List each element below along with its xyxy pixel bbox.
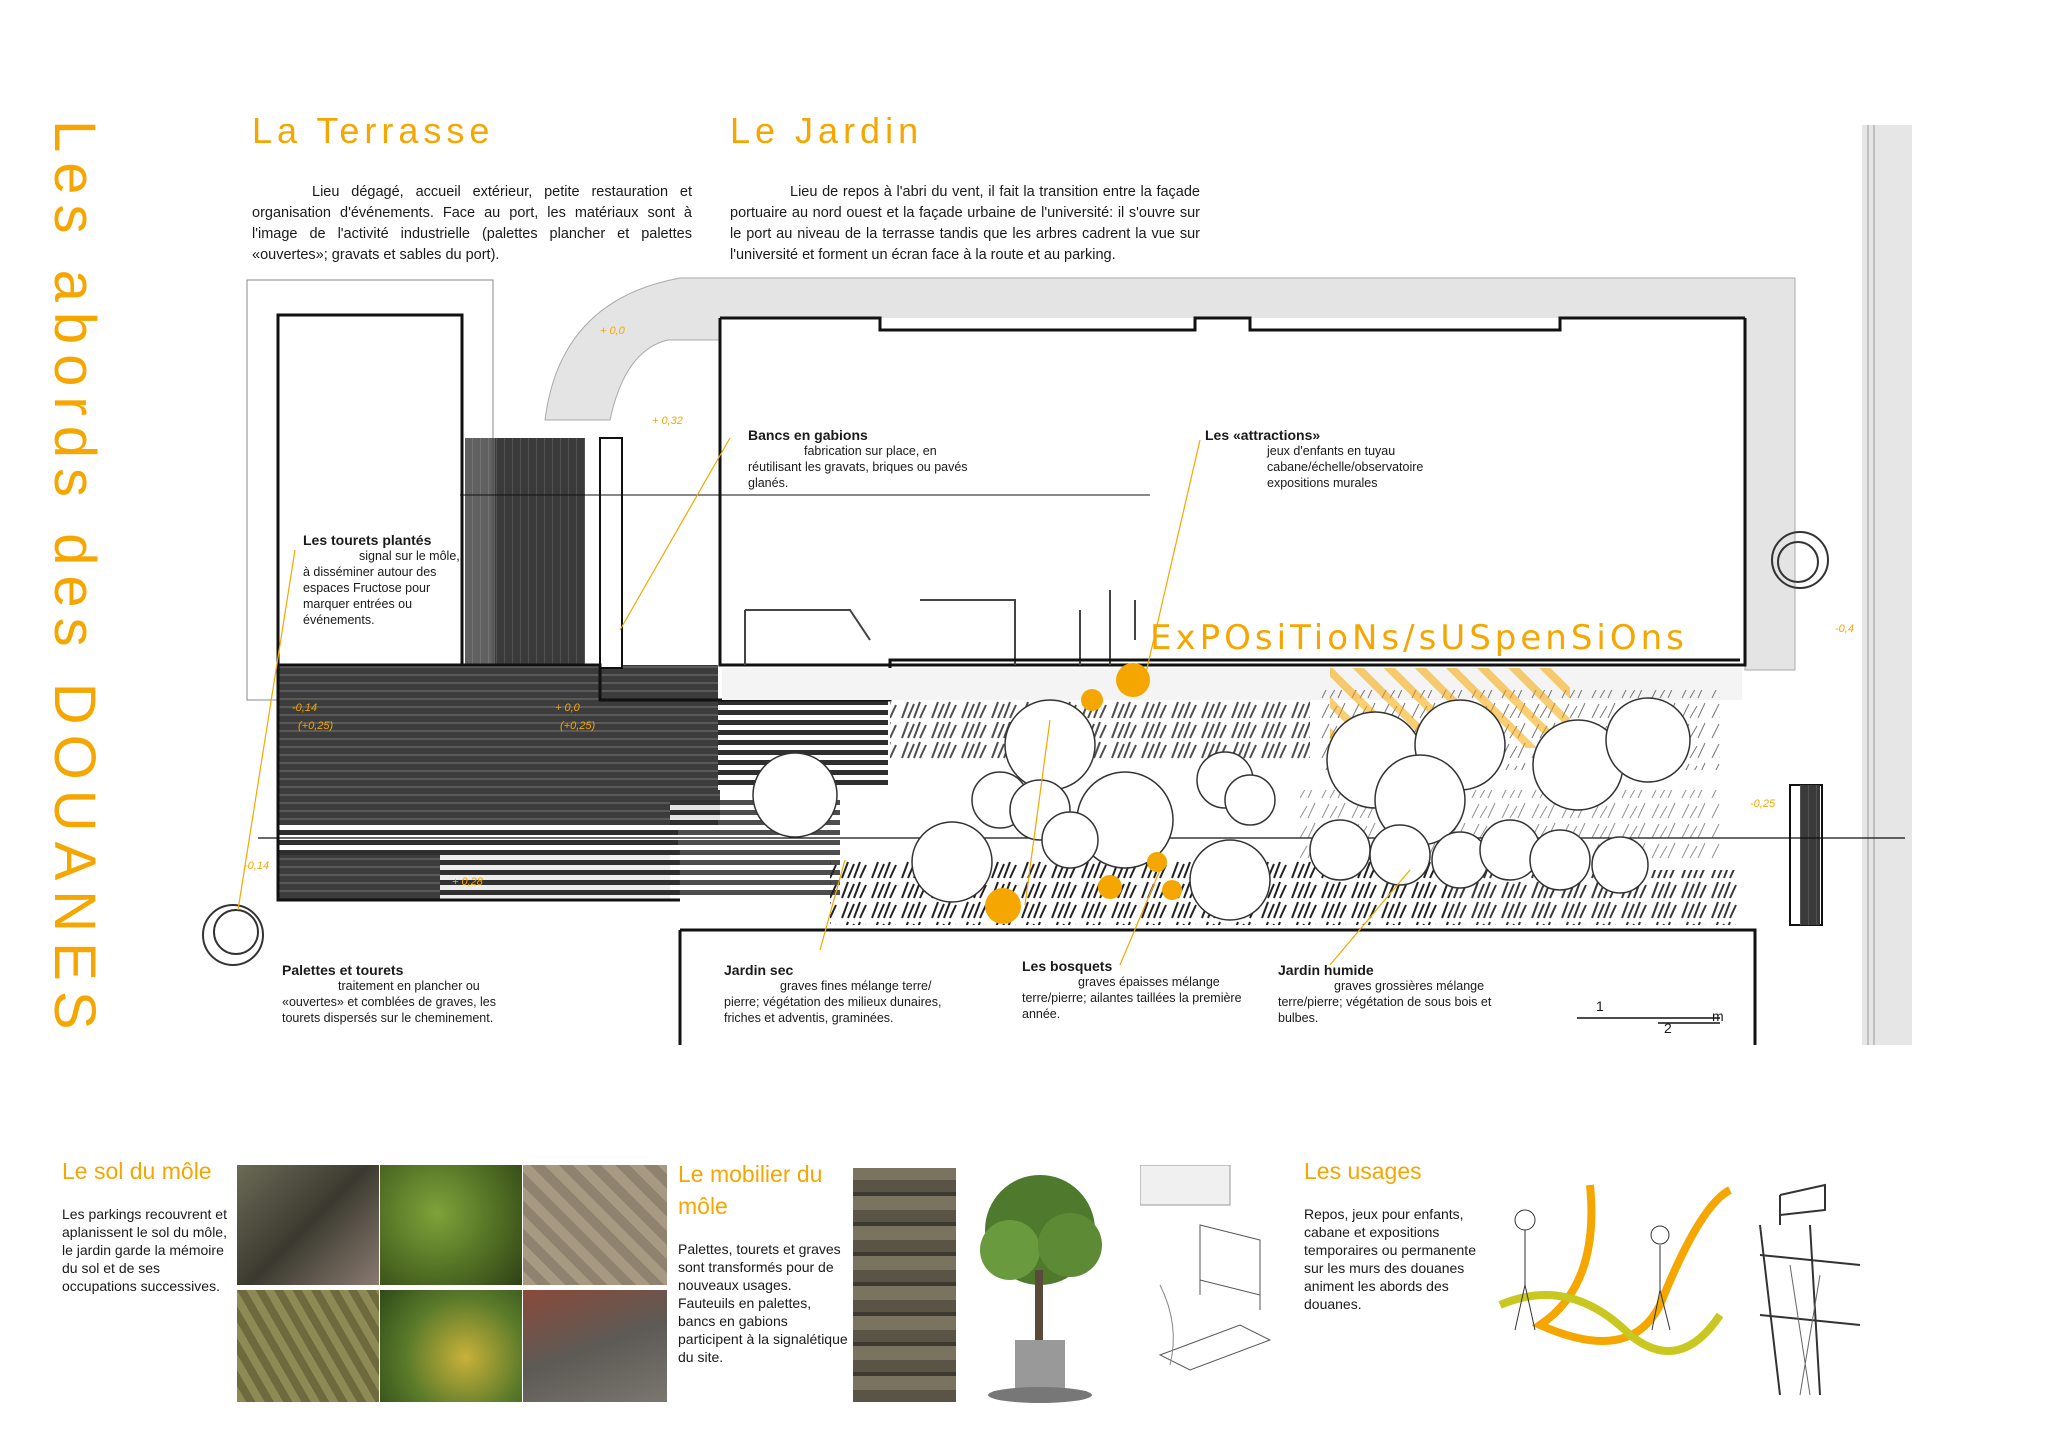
level-label: + 0,0 [555,702,580,714]
scale-one: 1 [1596,998,1604,1014]
label-jardin-sec: Jardin sec graves fines mélange terre/ p… [724,962,942,1025]
sol-title: Le sol du môle [62,1158,212,1184]
jardin-title: Le Jardin [730,110,924,151]
level-label: (+0,25) [298,720,334,732]
terrasse-text: Lieu dégagé, accueil extérieur, petite r… [252,184,692,263]
level-label: + 0,28 [452,876,483,888]
mobilier-title: Le mobilier du môle [678,1161,823,1219]
gabion-bench-sketch [1140,1165,1280,1400]
sol-text: Les parkings recouvrent et aplanissent l… [62,1206,227,1294]
exhibition-banner: ExPOsiTioNs/sUSpenSiOns [1150,618,1688,658]
level-label: -0,14 [292,702,318,714]
photo-ground [237,1165,379,1285]
level-label: (+0,25) [560,720,596,732]
level-label: + 0,32 [652,415,683,427]
level-label: -0,14 [244,860,270,872]
label-tourets-plantes: Les tourets plantés signal sur le môle, … [303,532,460,627]
photo-palettes [853,1168,956,1402]
level-label: -0,25 [1750,798,1776,810]
scale-unit: m [1712,1008,1724,1024]
label-attractions: Les «attractions» jeux d'enfants en tuya… [1205,427,1424,490]
terrasse-title: La Terrasse [252,110,495,151]
usages-text: Repos, jeux pour enfants, cabane et expo… [1304,1206,1476,1312]
photo-grass [380,1290,522,1402]
label-bosquets: Les bosquets graves épaisses mélange ter… [1022,958,1242,1021]
scale-two: 2 [1664,1020,1672,1036]
photo-bricks [237,1290,379,1402]
level-label: + 0,0 [600,325,625,337]
touret-tree-illustration [980,1175,1102,1403]
label-jardin-humide: Jardin humide graves grossières mélange … [1278,962,1492,1025]
photo-moss [380,1165,522,1285]
photo-paving [523,1165,667,1285]
usages-title: Les usages [1304,1158,1422,1184]
photo-rust [523,1290,667,1402]
level-label: -0,4 [1835,623,1854,635]
label-palettes-tourets: Palettes et tourets traitement en planch… [282,962,497,1025]
label-bancs-gabions: Bancs en gabions fabrication sur place, … [748,427,968,490]
mobilier-text: Palettes, tourets et graves sont transfo… [678,1241,848,1365]
usages-sketch [1498,1183,1861,1396]
jardin-text: Lieu de repos à l'abri du vent, il fait … [730,184,1200,263]
